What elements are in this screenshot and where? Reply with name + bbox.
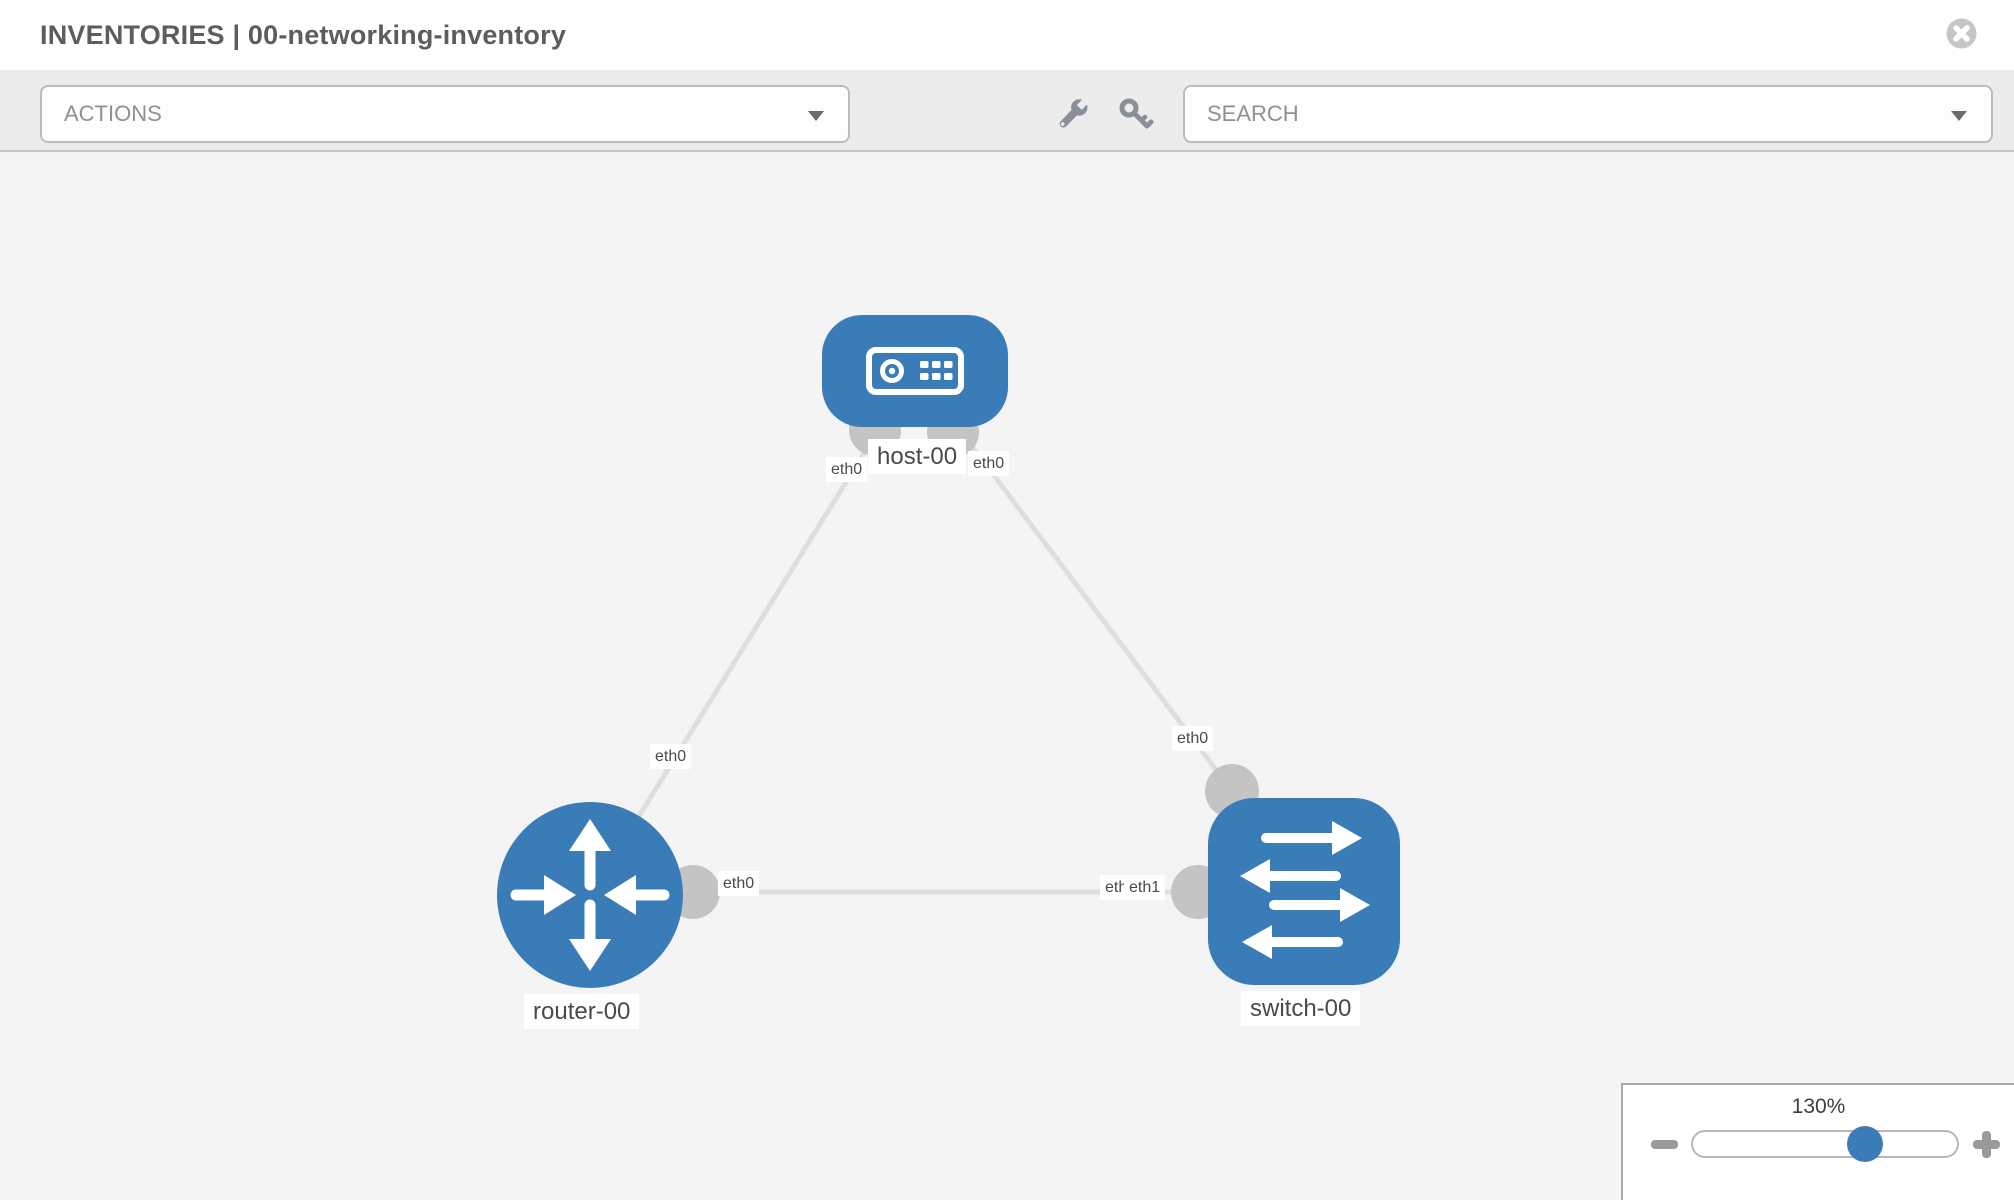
window-header: INVENTORIES | 00-networking-inventory (0, 0, 2014, 70)
zoom-panel: 130% (1621, 1083, 2014, 1200)
zoom-level-value: 130% (1791, 1095, 1846, 1118)
close-icon (1946, 18, 1977, 49)
switch-icon (1240, 821, 1370, 959)
node-switch-00[interactable] (1208, 798, 1400, 985)
zoom-in-button[interactable] (1973, 1131, 2000, 1158)
topology-graph (497, 315, 1400, 988)
node-router-00[interactable] (497, 802, 683, 988)
credentials-button[interactable] (1116, 95, 1156, 135)
zoom-slider-knob[interactable] (1847, 1126, 1883, 1162)
page-title: INVENTORIES | 00-networking-inventory (40, 20, 567, 50)
interface-label-host-eth0-right: eth0 (968, 451, 1010, 477)
interface-label-switch-eth1-front: eth1 (1124, 875, 1166, 901)
search-dropdown[interactable]: SEARCH (1183, 85, 1993, 143)
interface-ports (666, 404, 1259, 919)
router-icon (510, 819, 670, 971)
wrench-icon (1059, 98, 1089, 128)
interface-label-router-eth0: eth0 (718, 871, 760, 897)
node-label-switch-00: switch-00 (1241, 991, 1361, 1027)
node-label-router-00: router-00 (524, 994, 640, 1030)
actions-dropdown-label: ACTIONS (64, 101, 162, 126)
configure-button[interactable] (1052, 95, 1092, 135)
zoom-slider-track[interactable] (1691, 1130, 1959, 1158)
topology-canvas[interactable]: eth0 host-00 eth0 eth0 eth0 eth0 eth0 et… (0, 152, 2014, 1200)
actions-dropdown[interactable]: ACTIONS (40, 85, 850, 143)
toolbar: ACTIONS SEARCH (0, 70, 2014, 152)
node-label-host-00: host-00 (868, 439, 967, 475)
node-host-00[interactable] (822, 315, 1008, 427)
close-button[interactable] (1946, 18, 1977, 49)
zoom-out-button[interactable] (1651, 1140, 1678, 1149)
interface-label-host-eth0-left: eth0 (826, 457, 868, 483)
host-icon (866, 347, 964, 395)
interface-label-link-host-router: eth0 (650, 744, 692, 770)
chevron-down-icon (808, 111, 824, 121)
interface-label-link-host-switch: eth0 (1172, 726, 1214, 752)
chevron-down-icon (1951, 111, 1967, 121)
key-icon (1119, 98, 1154, 129)
search-dropdown-label: SEARCH (1207, 101, 1299, 126)
